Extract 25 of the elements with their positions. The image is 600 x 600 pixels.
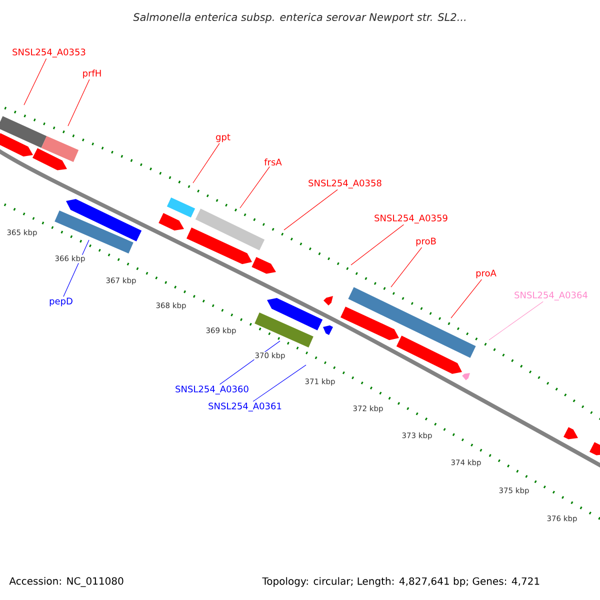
gene-label: SNSL254_A0359 [374, 214, 448, 224]
leader-line [488, 301, 544, 340]
gene-label: gpt [216, 134, 230, 142]
leader-line [450, 279, 482, 318]
accession-text: Accession: NC_011080 [9, 577, 124, 587]
gene-label: proB [416, 238, 436, 246]
gene-label: frsA [264, 158, 282, 166]
leader-line [68, 79, 90, 126]
gene-label: proA [476, 270, 496, 278]
title: Salmonella enterica subsp. enterica serovar Newport str. SL2... [133, 12, 466, 24]
gene-label: SNSL254_A0364 [514, 292, 588, 300]
leader-line [24, 58, 47, 106]
gene-label: SNSL254_A0360 [176, 386, 248, 394]
gene-label: pepD [50, 298, 72, 306]
leader-line [284, 189, 338, 230]
genome-info-text: Topology: circular; Length: 4,827,641 bp; Genes: 4,721 [262, 577, 540, 587]
leader-line [390, 247, 422, 288]
gene-label: SNSL254_A0358 [308, 180, 382, 188]
gene-label: prfH [83, 70, 101, 78]
gene-label: SNSL254_A0361 [208, 402, 282, 412]
leader-line [240, 166, 270, 208]
leader-line [350, 224, 404, 266]
leader-line [192, 143, 220, 184]
gene-label: SNSL254_A0353 [12, 48, 86, 58]
leader-line [252, 364, 306, 402]
